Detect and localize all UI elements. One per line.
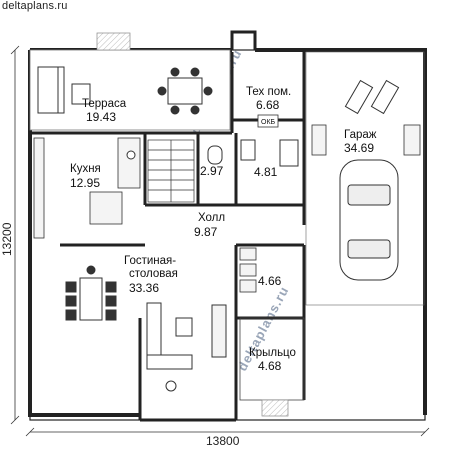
sofa-icon bbox=[37, 66, 65, 114]
terrace-dining-icon bbox=[157, 67, 213, 115]
boiler-box bbox=[257, 114, 279, 128]
staircase bbox=[147, 139, 195, 203]
site-label: deltaplans.ru bbox=[2, 0, 68, 12]
toilet-icon bbox=[207, 145, 223, 165]
plant-icon bbox=[165, 380, 177, 392]
room-name-terrace: Терраса bbox=[82, 98, 127, 110]
living-sofa-icon bbox=[146, 302, 193, 370]
room-name-porch: Крыльцо bbox=[249, 347, 296, 359]
car-icon bbox=[339, 159, 399, 281]
garage-area bbox=[305, 51, 425, 306]
dimension-height: 13200 bbox=[0, 222, 14, 256]
washer-icon bbox=[240, 139, 256, 161]
dining-table-icon bbox=[65, 265, 117, 321]
shower-icon bbox=[279, 139, 299, 167]
coffee-table-icon-2 bbox=[175, 317, 193, 337]
room-area-tech: 6.68 bbox=[256, 98, 280, 112]
room-area-porch: 4.68 bbox=[258, 359, 282, 373]
terrace-steps bbox=[96, 32, 131, 51]
room-name-living-2: столовая bbox=[129, 268, 178, 280]
garage-cabinet bbox=[311, 124, 327, 156]
kitchen-counter bbox=[33, 137, 141, 239]
room-area-hall: 9.87 bbox=[194, 225, 218, 239]
room-area-living: 33.36 bbox=[129, 281, 159, 295]
room-name-living-1: Гостиная- bbox=[124, 255, 176, 267]
room-area-storage: 4.66 bbox=[258, 274, 282, 288]
tv-unit-icon bbox=[211, 304, 227, 358]
room-area-kitchen: 12.95 bbox=[70, 176, 100, 190]
sink-icon bbox=[126, 150, 136, 160]
porch-steps bbox=[261, 399, 289, 417]
boiler-label: ОКБ bbox=[261, 119, 276, 126]
coffee-table-icon bbox=[71, 83, 91, 105]
room-name-garage: Гараж bbox=[344, 129, 377, 141]
room-area-garage: 34.69 bbox=[344, 141, 374, 155]
room-name-tech: Тех пом. bbox=[246, 86, 291, 98]
room-area-terrace: 19.43 bbox=[86, 110, 116, 124]
room-name-kitchen: Кухня bbox=[70, 163, 101, 175]
garage-shelf bbox=[403, 124, 421, 156]
storage-shelves bbox=[239, 247, 257, 293]
motorcycle-icon bbox=[344, 79, 400, 115]
dimension-lines bbox=[10, 45, 430, 437]
room-name-hall: Холл bbox=[198, 212, 225, 224]
room-area-wc: 2.97 bbox=[200, 164, 224, 178]
room-area-bath: 4.81 bbox=[254, 165, 278, 179]
dimension-width: 13800 bbox=[206, 434, 240, 448]
